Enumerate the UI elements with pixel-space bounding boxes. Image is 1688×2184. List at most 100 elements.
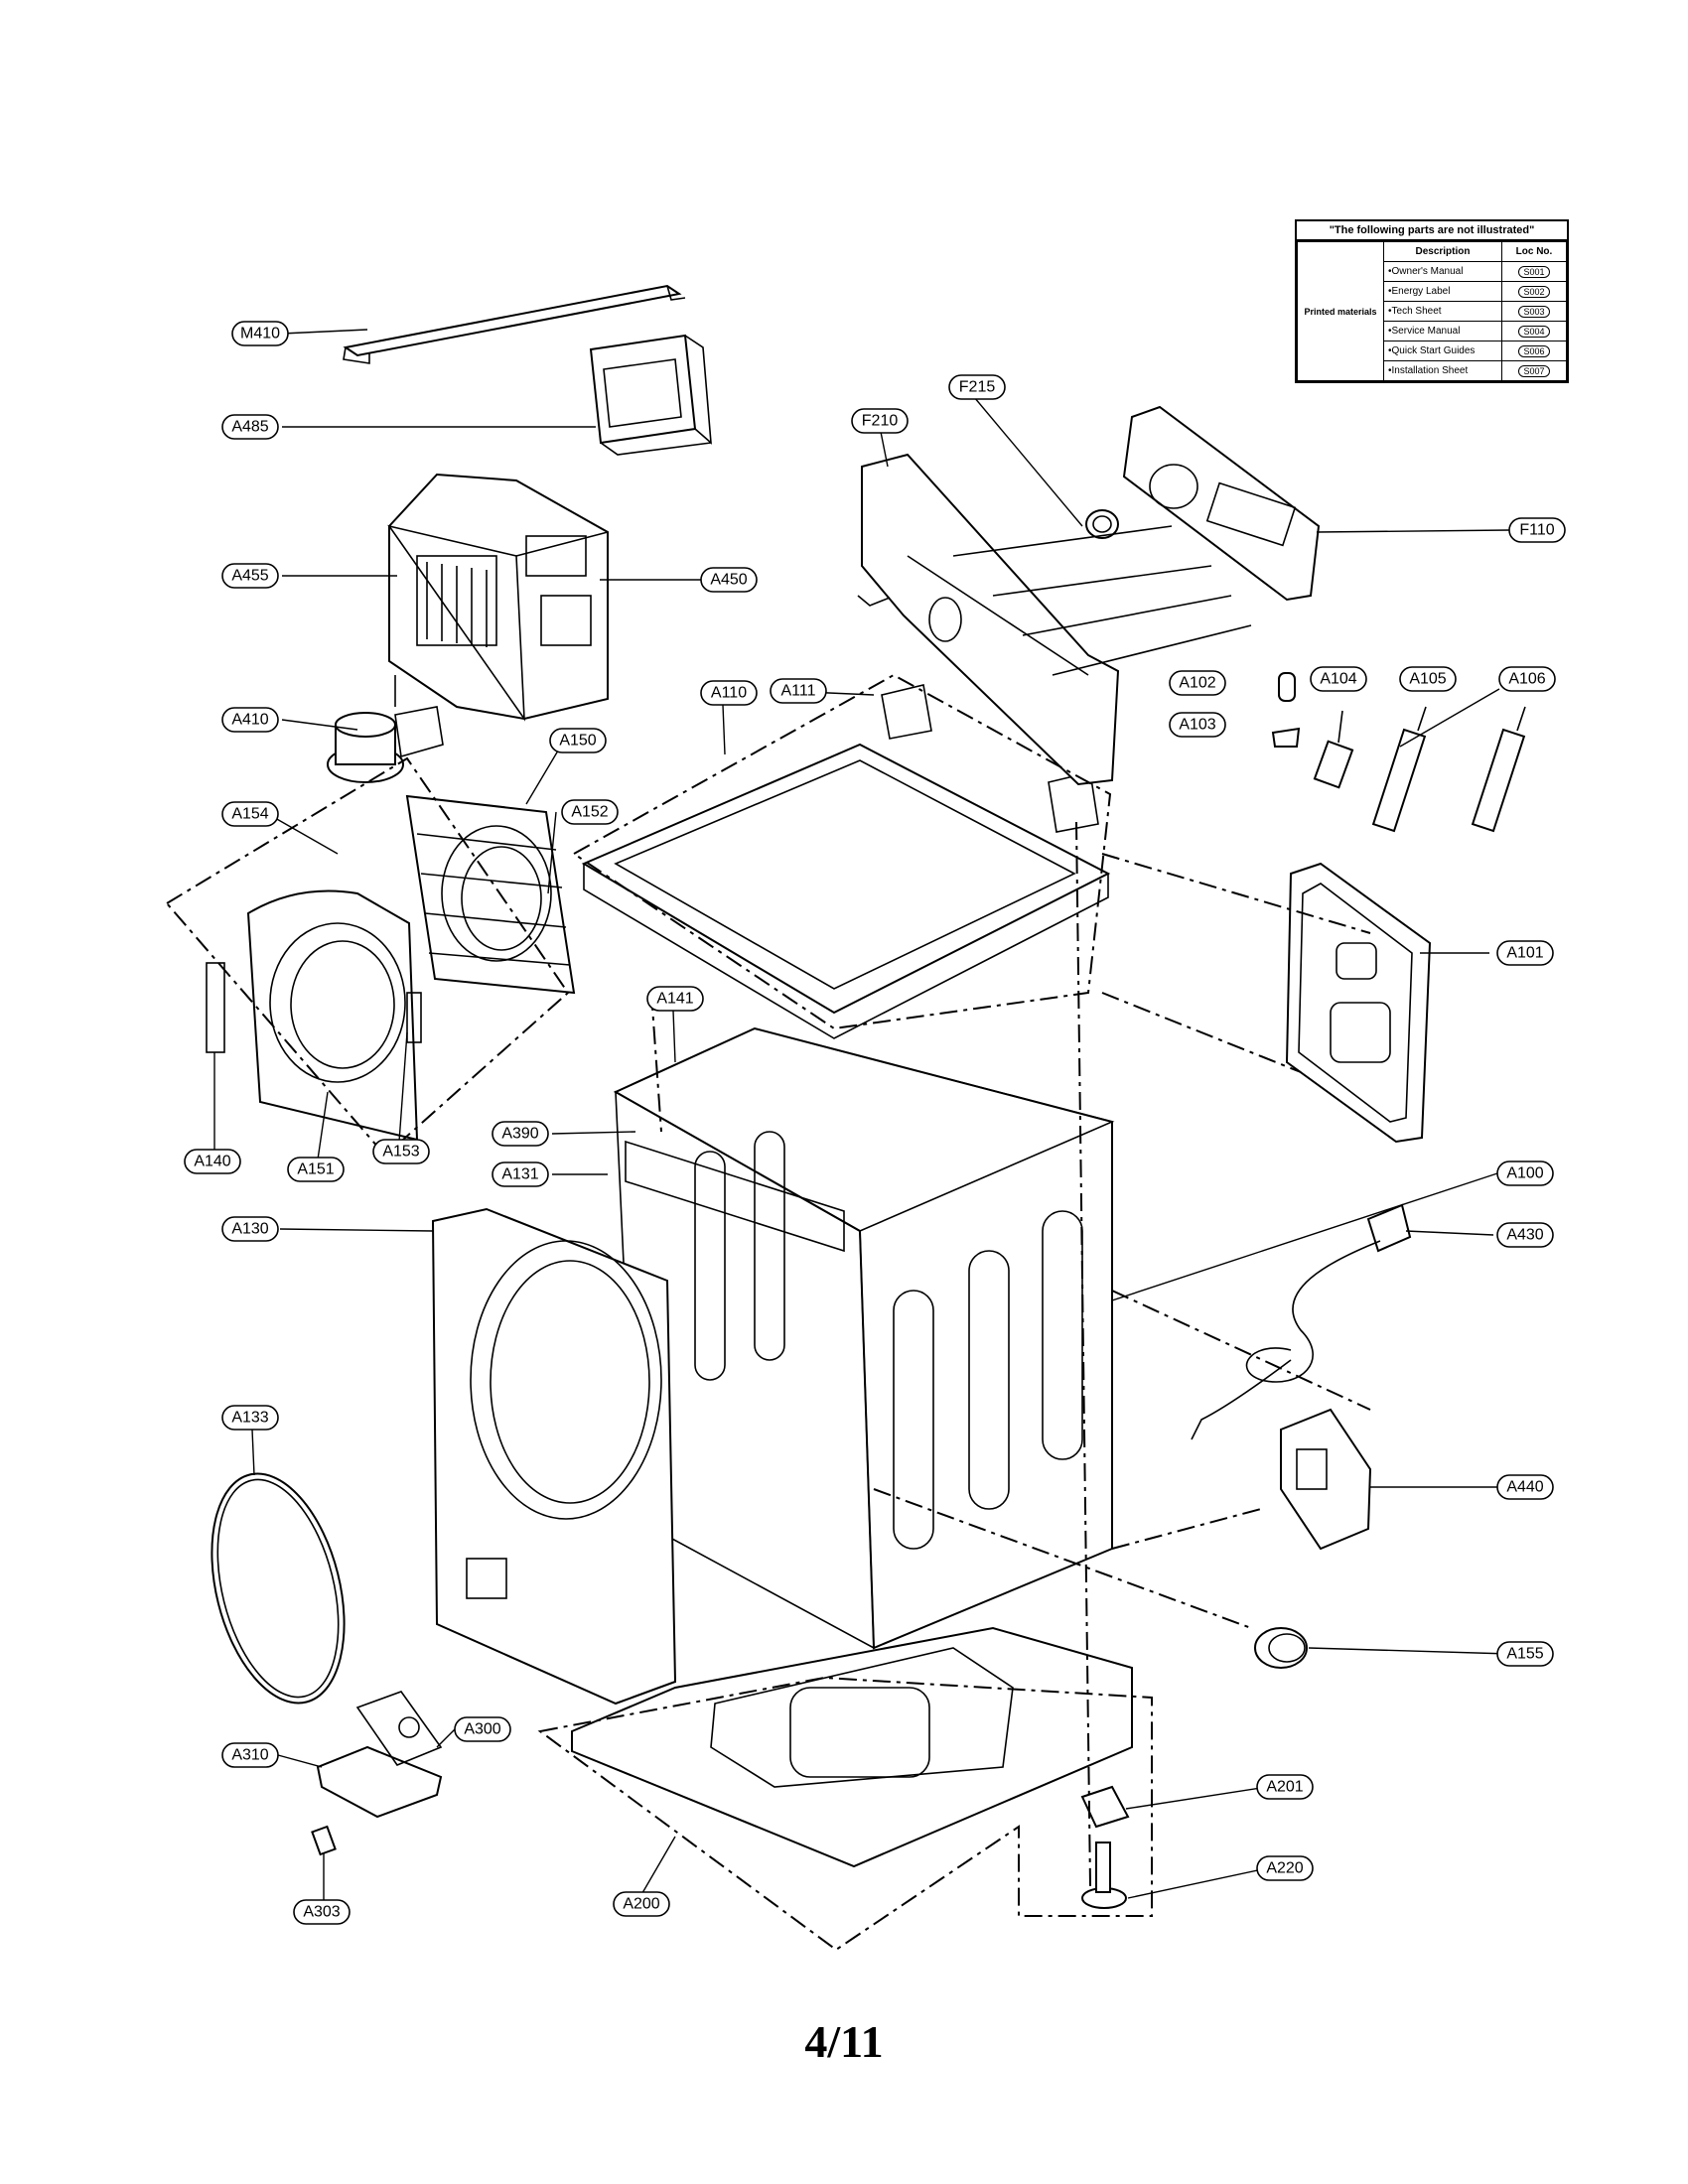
legend-table: Printed materials Description Loc No. •O… xyxy=(1297,241,1567,381)
svg-text:A111: A111 xyxy=(781,683,816,700)
svg-text:A106: A106 xyxy=(1508,671,1545,688)
label-A201: A201 xyxy=(1256,1774,1314,1800)
legend-row: •Service Manual S004 xyxy=(1298,321,1567,341)
part-A103-clip xyxy=(1271,727,1301,748)
label-A303: A303 xyxy=(293,1899,351,1925)
part-A201-bracket xyxy=(1080,1785,1130,1829)
svg-text:A410: A410 xyxy=(231,712,268,729)
part-A220-foot xyxy=(1081,1842,1127,1909)
svg-text:A110: A110 xyxy=(711,685,747,702)
legend-loc: S003 xyxy=(1518,305,1550,318)
svg-text:A303: A303 xyxy=(303,1904,340,1921)
legend-loc: S001 xyxy=(1518,265,1550,278)
label-A152: A152 xyxy=(561,799,619,825)
part-A150-tub-front xyxy=(405,794,576,995)
svg-text:M410: M410 xyxy=(240,326,280,342)
leader-lines xyxy=(213,329,1510,1902)
part-labels: M410 A485 A455 A450 A410 A150 A154 A152 … xyxy=(184,321,1566,1925)
part-A133-gasket xyxy=(211,1472,346,1705)
svg-text:A300: A300 xyxy=(464,1721,500,1738)
legend-loc: S007 xyxy=(1518,364,1550,377)
label-A220: A220 xyxy=(1256,1855,1314,1881)
label-A102: A102 xyxy=(1169,670,1226,696)
svg-text:A131: A131 xyxy=(501,1166,538,1183)
legend-loc: S006 xyxy=(1518,344,1550,357)
label-M410: M410 xyxy=(231,321,289,346)
svg-text:A390: A390 xyxy=(501,1126,538,1143)
part-A300-A310-filter-cover xyxy=(316,1691,443,1819)
svg-text:A155: A155 xyxy=(1506,1646,1543,1663)
svg-text:F215: F215 xyxy=(959,379,996,396)
part-A430-power-cord xyxy=(1191,1203,1412,1440)
part-A485-filter xyxy=(589,334,712,456)
label-A440: A440 xyxy=(1496,1474,1554,1500)
part-A100-cabinet xyxy=(613,1026,1115,1650)
svg-text:A153: A153 xyxy=(382,1144,419,1160)
svg-text:A105: A105 xyxy=(1409,671,1446,688)
part-A151-front-panel xyxy=(206,889,422,1142)
label-A101: A101 xyxy=(1496,940,1554,966)
part-A104-valve xyxy=(1313,710,1354,789)
part-A303-screw xyxy=(311,1825,337,1856)
label-A485: A485 xyxy=(221,414,279,440)
svg-text:A104: A104 xyxy=(1320,671,1356,688)
part-A130-front-cabinet xyxy=(431,1207,677,1706)
label-A390: A390 xyxy=(492,1121,549,1147)
label-F110: F110 xyxy=(1508,517,1566,543)
svg-text:A141: A141 xyxy=(656,991,693,1008)
part-A102-clip xyxy=(1278,672,1296,702)
part-F215-knob xyxy=(1085,509,1119,539)
legend-loc: S002 xyxy=(1518,285,1550,298)
legend-group: Printed materials xyxy=(1297,241,1384,381)
legend-desc: •Service Manual xyxy=(1383,321,1502,341)
svg-text:A103: A103 xyxy=(1179,717,1215,734)
svg-text:A310: A310 xyxy=(231,1747,268,1764)
legend-row: •Quick Start Guides S006 xyxy=(1298,341,1567,361)
part-A105-damper xyxy=(1371,706,1427,833)
svg-text:A152: A152 xyxy=(571,804,608,821)
legend-loc: S004 xyxy=(1518,325,1550,338)
label-A100: A100 xyxy=(1496,1160,1554,1186)
legend-desc: •Owner's Manual xyxy=(1383,261,1502,282)
part-F110-pcb xyxy=(952,405,1321,676)
part-A200-base xyxy=(571,1626,1133,1868)
label-A153: A153 xyxy=(372,1139,430,1164)
label-A131: A131 xyxy=(492,1161,549,1187)
part-A455-A450-pcb-housing xyxy=(387,473,609,722)
label-A450: A450 xyxy=(700,567,758,593)
legend-title: "The following parts are not illustrated… xyxy=(1297,221,1567,241)
label-A103: A103 xyxy=(1169,712,1226,738)
svg-text:A102: A102 xyxy=(1179,675,1215,692)
part-A440-door-lock xyxy=(1280,1408,1372,1551)
label-A151: A151 xyxy=(287,1157,345,1182)
svg-text:A455: A455 xyxy=(231,568,268,585)
legend-desc: •Installation Sheet xyxy=(1383,360,1502,381)
label-F215: F215 xyxy=(948,374,1006,400)
not-illustrated-parts-table: "The following parts are not illustrated… xyxy=(1295,219,1569,383)
svg-text:A140: A140 xyxy=(194,1154,230,1170)
svg-text:A100: A100 xyxy=(1506,1165,1543,1182)
svg-text:A154: A154 xyxy=(231,806,268,823)
svg-text:A220: A220 xyxy=(1266,1860,1303,1877)
label-A410: A410 xyxy=(221,707,279,733)
svg-text:A201: A201 xyxy=(1266,1779,1303,1796)
svg-text:F110: F110 xyxy=(1519,522,1554,539)
assembly-outlines xyxy=(165,673,1371,1952)
svg-text:A101: A101 xyxy=(1506,945,1543,962)
label-A141: A141 xyxy=(646,986,704,1012)
legend-col-description: Description xyxy=(1383,241,1502,262)
svg-text:A430: A430 xyxy=(1506,1227,1543,1244)
part-F210-control-panel xyxy=(857,453,1120,786)
label-A430: A430 xyxy=(1496,1222,1554,1248)
part-A110-top-cover xyxy=(581,684,1111,1039)
svg-text:A450: A450 xyxy=(710,572,747,589)
label-A200: A200 xyxy=(613,1891,670,1917)
label-A106: A106 xyxy=(1498,666,1556,692)
label-A300: A300 xyxy=(454,1716,511,1742)
label-A130: A130 xyxy=(221,1216,279,1242)
label-A154: A154 xyxy=(221,801,279,827)
legend-row: •Installation Sheet S007 xyxy=(1298,360,1567,381)
label-F210: F210 xyxy=(851,408,909,434)
label-A110: A110 xyxy=(700,680,758,706)
